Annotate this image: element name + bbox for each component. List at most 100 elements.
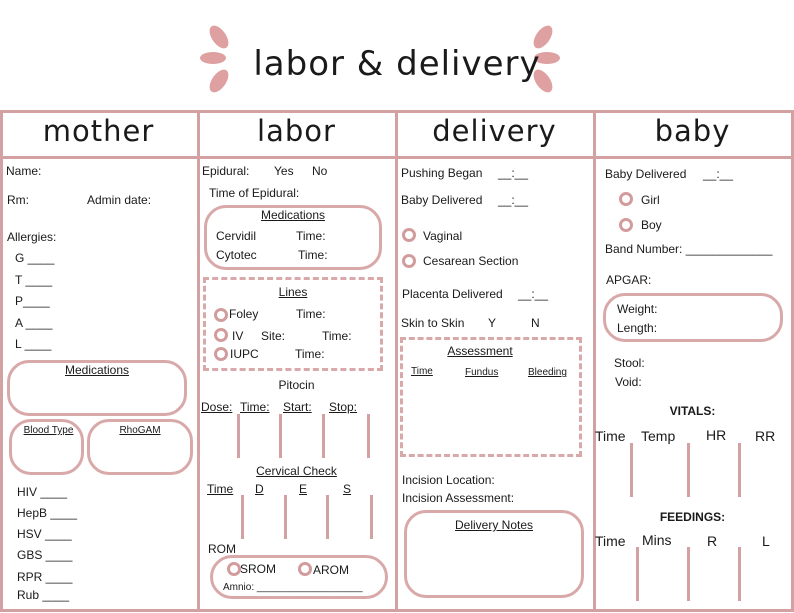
feedings-time: Time	[595, 533, 626, 549]
delivery-baby-delivered-time[interactable]: __:__	[498, 193, 529, 207]
cervical-s: S	[343, 482, 352, 496]
cervical-divider-3	[326, 495, 329, 539]
weight-label: Weight:	[617, 302, 658, 316]
delivery-notes-box[interactable]	[404, 510, 584, 598]
labor-medications-box[interactable]	[204, 205, 382, 270]
vitals-temp: Temp	[641, 428, 676, 444]
name-label: Name:	[6, 164, 42, 178]
pitocin-dose: Dose:	[201, 400, 233, 414]
rom-box	[210, 555, 388, 599]
vitals-time: Time	[595, 428, 626, 444]
lab-gbs: GBS ____	[17, 548, 73, 562]
lab-hiv: HIV ____	[17, 485, 68, 499]
cervical-e: E	[299, 482, 308, 496]
cytotec-label: Cytotec	[216, 248, 257, 262]
rom-label: ROM	[208, 542, 236, 556]
void-label: Void:	[615, 375, 642, 389]
boy-radio[interactable]	[619, 218, 633, 232]
lab-rub: Rub ____	[17, 588, 70, 602]
cesarean-radio[interactable]	[402, 254, 416, 268]
feedings-divider-2	[687, 547, 690, 601]
epidural-yes[interactable]: Yes	[274, 164, 294, 178]
stool-label: Stool:	[614, 356, 645, 370]
foley-time-label: Time:	[296, 307, 326, 321]
arom-radio[interactable]	[298, 562, 312, 576]
blood-type-label: Blood Type	[23, 425, 74, 436]
gtpal-g: G ____	[15, 251, 55, 265]
srom-radio[interactable]	[227, 562, 241, 576]
pitocin-divider-4	[367, 414, 370, 458]
vaginal-radio[interactable]	[402, 228, 416, 242]
iupc-time-label: Time:	[295, 347, 325, 361]
feedings-l: L	[762, 533, 770, 549]
vitals-divider-2	[687, 443, 690, 497]
vitals-label: VITALS:	[669, 404, 716, 418]
feedings-r: R	[707, 533, 718, 549]
iv-label: IV	[232, 329, 244, 343]
mother-medications-label: Medications	[64, 363, 130, 377]
assessment-label: Assessment	[447, 344, 513, 358]
pitocin-divider-1	[237, 414, 240, 458]
labor-medications-label: Medications	[260, 208, 326, 222]
pushing-began-time[interactable]: __:__	[498, 166, 529, 180]
length-label: Length:	[617, 321, 658, 335]
skin-to-skin-n[interactable]: N	[531, 316, 540, 330]
vitals-hr: HR	[706, 427, 727, 443]
arom-label: AROM	[313, 563, 349, 577]
delivery-baby-delivered-label: Baby Delivered	[401, 193, 483, 207]
srom-label: SROM	[240, 562, 276, 576]
blood-type-box[interactable]	[9, 419, 84, 475]
assessment-box	[400, 337, 582, 457]
incision-location-label: Incision Location:	[402, 473, 495, 487]
lines-label: Lines	[278, 285, 308, 299]
skin-to-skin-y[interactable]: Y	[488, 316, 497, 330]
epidural-label: Epidural:	[202, 164, 250, 178]
page-title: labor & delivery	[253, 44, 541, 84]
pushing-began-label: Pushing Began	[401, 166, 483, 180]
rhogam-label: RhoGAM	[119, 425, 161, 436]
allergies-label: Allergies:	[7, 230, 57, 244]
gtpal-p: P____	[15, 294, 50, 308]
girl-radio[interactable]	[619, 192, 633, 206]
gtpal-l: L ____	[15, 337, 52, 351]
pitocin-stop: Stop:	[329, 400, 358, 414]
baby-delivered-time[interactable]: __:__	[703, 167, 734, 181]
epidural-no[interactable]: No	[312, 164, 328, 178]
column-delivery: delivery	[432, 114, 557, 148]
grid-line-4	[791, 110, 794, 612]
pitocin-label: Pitocin	[278, 378, 315, 392]
column-baby: baby	[654, 114, 731, 148]
gtpal-a: A ____	[15, 316, 53, 330]
placenta-delivered-time[interactable]: __:__	[518, 287, 549, 301]
assessment-fundus: Fundus	[465, 367, 499, 378]
cervical-d: D	[255, 482, 264, 496]
foley-radio[interactable]	[214, 308, 228, 322]
mother-medications-box[interactable]	[7, 360, 187, 416]
boy-label: Boy	[641, 218, 662, 232]
lab-hepb: HepB ____	[17, 506, 78, 520]
column-mother: mother	[42, 114, 155, 148]
lines-box	[203, 277, 383, 371]
delivery-notes-label: Delivery Notes	[454, 518, 534, 532]
vitals-divider-3	[738, 443, 741, 497]
lab-rpr: RPR ____	[17, 570, 73, 584]
feedings-divider-3	[738, 547, 741, 601]
cesarean-label: Cesarean Section	[423, 254, 519, 268]
iv-time-label: Time:	[322, 329, 352, 343]
placenta-delivered-label: Placenta Delivered	[402, 287, 503, 301]
rhogam-box[interactable]	[87, 419, 193, 475]
pitocin-divider-2	[279, 414, 282, 458]
cervical-divider-1	[241, 495, 244, 539]
grid-line-1	[197, 110, 200, 612]
cervical-time: Time	[207, 482, 234, 496]
weight-length-box[interactable]	[603, 293, 783, 342]
admin-date-label: Admin date:	[87, 193, 152, 207]
column-labor: labor	[257, 114, 336, 148]
pitocin-divider-3	[322, 414, 325, 458]
apgar-label: APGAR:	[606, 273, 652, 287]
iv-radio[interactable]	[214, 328, 228, 342]
cervical-divider-2	[284, 495, 287, 539]
iupc-radio[interactable]	[214, 347, 228, 361]
grid-line-2	[395, 110, 398, 612]
vitals-divider-1	[630, 443, 633, 497]
